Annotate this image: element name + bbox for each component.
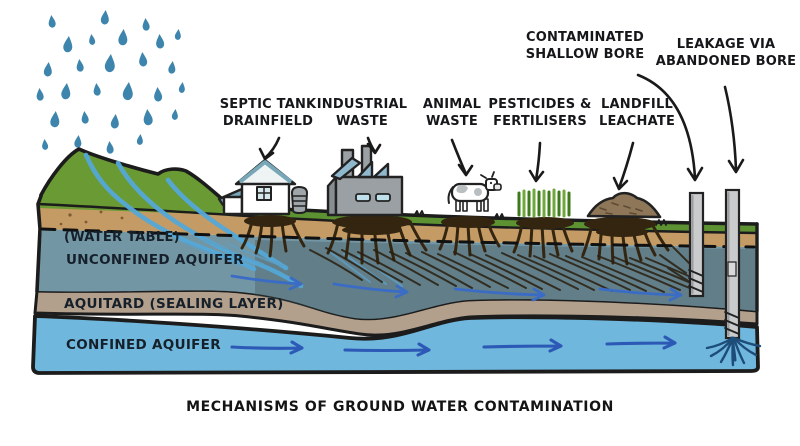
crops-icon	[517, 188, 571, 218]
factory-icon	[326, 144, 404, 217]
soil-speckles	[59, 210, 124, 226]
water-table-line	[40, 227, 756, 249]
shallow-bore-icon	[688, 191, 705, 298]
label-confined-aquifer: CONFINED AQUIFER	[66, 337, 221, 353]
hill-outline	[39, 147, 234, 209]
left-edge	[35, 194, 43, 293]
aquitard-layer	[33, 288, 759, 337]
contaminant-streaks	[309, 245, 703, 293]
label-arrows	[258, 73, 745, 191]
house-icon	[217, 158, 297, 216]
label-pesticides-fertilisers: PESTICIDES &FERTILISERS	[488, 97, 592, 129]
cow-icon	[447, 171, 502, 212]
rain-icon	[35, 9, 186, 154]
flow-arrows-confined	[230, 335, 677, 357]
label-water-table: (WATER TABLE)	[64, 230, 180, 245]
diagram-title: MECHANISMS OF GROUND WATER CONTAMINATION	[186, 399, 614, 415]
flow-arrows-unconfined	[230, 274, 683, 302]
septic-tank-icon	[291, 186, 308, 214]
grass-tufts	[413, 210, 667, 226]
label-aquitard: AQUITARD (SEALING LAYER)	[64, 296, 284, 312]
bore-leak-plume	[705, 336, 762, 367]
label-unconfined-aquifer: UNCONFINED AQUIFER	[66, 252, 244, 268]
contaminated-zone	[255, 240, 757, 319]
abandoned-bore-icon	[724, 188, 741, 340]
landfill-icon	[586, 191, 662, 219]
